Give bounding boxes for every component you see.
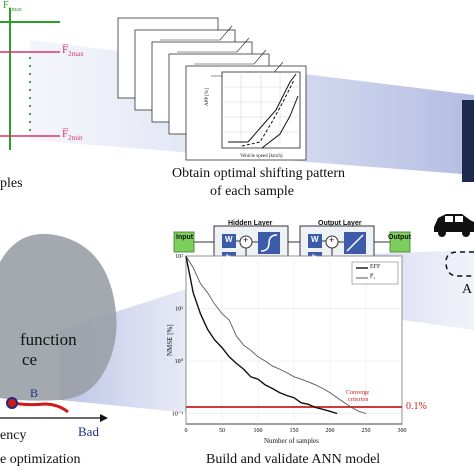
samples-caption-partial: ples bbox=[0, 176, 23, 191]
f2max-symbol: F̅ bbox=[62, 44, 69, 56]
ann-output-layer-label: Output Layer bbox=[318, 220, 362, 227]
bad-label: Bad bbox=[78, 424, 99, 439]
threshold-value-label: 0.1% bbox=[406, 401, 427, 412]
nmse-series-line-1 bbox=[185, 255, 338, 415]
output-b-text: b bbox=[312, 253, 317, 262]
sample-points bbox=[28, 56, 32, 132]
nmse-legend bbox=[351, 261, 399, 285]
sample-dot bbox=[28, 104, 32, 108]
ann-output-label: Output bbox=[388, 234, 411, 241]
f2max-label: F̅2max bbox=[62, 44, 84, 58]
shifting-caption-line1: Obtain optimal shifting pattern bbox=[172, 166, 346, 181]
legend-f1-label: F̅₁ bbox=[370, 274, 376, 280]
design-space-blob bbox=[0, 233, 117, 401]
ce-text: ce bbox=[22, 350, 38, 369]
nmse-series bbox=[185, 255, 367, 415]
x-tick-label: 50 bbox=[219, 428, 225, 434]
sampling-plot bbox=[0, 8, 60, 150]
legend-eff-label: EFF bbox=[370, 264, 381, 270]
output-plus-text: + bbox=[329, 235, 335, 245]
upshift-curve-1 bbox=[228, 73, 297, 143]
shifting-plot-front bbox=[221, 71, 301, 149]
ann-caption: Build and validate ANN model bbox=[206, 452, 381, 467]
efficiency-axis-arrow bbox=[100, 414, 108, 422]
shifting-ylabel: APP [%] bbox=[205, 88, 210, 106]
f2max-subscript: 2max bbox=[68, 50, 84, 59]
nmse-chart: 0 50 100 150 200 250 300 10⁻¹ 10⁰ 10¹ 10² bbox=[172, 254, 406, 434]
nmse-xlabel: Number of samples bbox=[264, 437, 319, 445]
shifting-caption-line2: of each sample bbox=[210, 184, 294, 199]
car-icon bbox=[434, 214, 474, 237]
dashed-route bbox=[445, 251, 474, 277]
sample-dot bbox=[28, 128, 32, 132]
nmse-series-line-2 bbox=[185, 255, 367, 414]
y-tick-label: 10² bbox=[175, 254, 183, 260]
y-tick-label: 10⁻¹ bbox=[172, 412, 183, 418]
sample-dot bbox=[28, 80, 32, 84]
f2min-symbol: F̅ bbox=[62, 128, 69, 140]
output-w-text: W bbox=[311, 235, 319, 244]
ann-input-label: Input bbox=[176, 234, 194, 241]
nmse-ticks: 0 50 100 150 200 250 300 10⁻¹ 10⁰ 10¹ 10² bbox=[172, 254, 406, 434]
pareto-front-curve bbox=[7, 400, 69, 414]
point-b-marker bbox=[6, 397, 18, 409]
right-a-partial: A bbox=[462, 282, 473, 297]
shifting-xlabel: Vehicle speed [km/h] bbox=[240, 154, 283, 159]
upshift-curve-2 bbox=[241, 79, 295, 147]
shifting-pattern-stack bbox=[117, 17, 307, 161]
x-tick-label: 100 bbox=[254, 428, 263, 434]
optimization-caption-partial: e optimization bbox=[0, 452, 81, 467]
hidden-w-text: W bbox=[225, 235, 233, 244]
upshift-curve-3 bbox=[261, 95, 299, 149]
sample-dot bbox=[28, 120, 32, 124]
sample-dot bbox=[28, 112, 32, 116]
y-tick-label: 10⁰ bbox=[175, 358, 184, 365]
function-text: function bbox=[20, 330, 77, 349]
efficiency-label-partial: ency bbox=[0, 428, 27, 443]
right-dark-block bbox=[462, 100, 474, 182]
criterion-label-line2: criterion bbox=[348, 397, 369, 403]
ann-hidden-label: Hidden Layer bbox=[228, 220, 273, 227]
f2min-subscript: 2min bbox=[68, 134, 83, 143]
sample-dot bbox=[28, 64, 32, 68]
output-w-box bbox=[308, 234, 322, 248]
sample-dot bbox=[28, 72, 32, 76]
nmse-ylabel: NMSE [%] bbox=[166, 324, 174, 356]
x-tick-label: 150 bbox=[290, 428, 299, 434]
x-tick-label: 200 bbox=[326, 428, 335, 434]
x-tick-label: 0 bbox=[185, 428, 188, 434]
hidden-plus-text: + bbox=[243, 235, 249, 245]
sample-dot bbox=[28, 56, 32, 60]
criterion-label-line1: Converge bbox=[346, 390, 370, 396]
y-tick-label: 10¹ bbox=[175, 307, 183, 313]
x-tick-label: 300 bbox=[398, 428, 407, 434]
f1max-label: F̅1max bbox=[3, 0, 22, 13]
f1max-subscript: 1max bbox=[8, 7, 22, 13]
f2min-label: F̅2min bbox=[62, 128, 83, 142]
f1max-symbol: F̅ bbox=[3, 0, 9, 11]
x-tick-label: 250 bbox=[362, 428, 371, 434]
hidden-b-text: b bbox=[226, 253, 231, 262]
ann-output-box bbox=[389, 231, 411, 253]
hidden-w-box bbox=[222, 234, 236, 248]
point-b-label: B bbox=[30, 386, 39, 400]
sample-dot bbox=[28, 88, 32, 92]
sample-dot bbox=[28, 96, 32, 100]
